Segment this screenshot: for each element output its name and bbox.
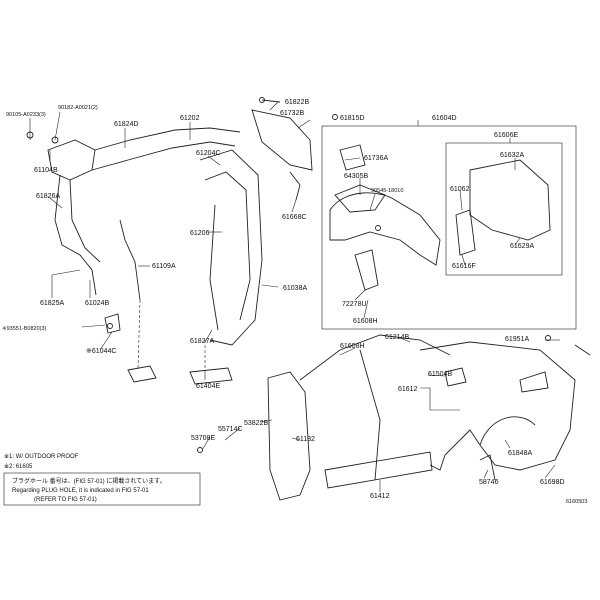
label-61668c: 61668C [282,214,307,221]
notes: ※1: W/ OUTDOOR PROOF ※2: 61605 プラグホール 番号… [3,453,201,506]
label-93551-b0820: ※93551-B0820(3) [2,325,47,332]
roof-rail-bracket [251,99,313,201]
label-58746: 58746 [479,479,499,486]
detail-box-61606e [445,142,563,276]
label-61827a: 61827A [190,338,214,345]
label-90182-a0021: 90182-A0021(2) [58,105,98,111]
label-61024b: 61024B [85,300,109,307]
label-61412: 61412 [370,493,390,500]
fasteners [26,97,551,453]
label-90105-a0233: 90105-A0233(3) [6,112,46,118]
leader-lines [29,101,560,492]
label-61848a: 61848A [508,450,532,457]
label-90545-18010: 90545-18010 [371,188,403,194]
label-61612: 61612 [398,386,418,393]
side-outer-panel [267,334,451,501]
center-inner-panel [189,149,263,385]
label-61815d: 61815D [340,115,365,122]
detail-box-61604d [321,125,577,330]
wheelhouse-assembly [329,144,441,291]
label-61606e: 61606E [494,132,518,139]
legend-note-2: ※2: 61605 [4,463,33,470]
label-61604d: 61604D [432,115,457,122]
plug-hole-note-jp: プラグホール 番号は、(FIG 57-01) に掲載されています。 [12,477,166,485]
extension-assembly [455,159,551,256]
label-64305b: 64305B [344,173,368,180]
front-pillar-assembly [47,127,241,383]
label-61825a: 61825A [40,300,64,307]
label-61038a: 61038A [283,285,307,292]
label-61632a: 61632A [500,152,524,159]
label-61062: 61062 [450,186,470,193]
label-61109a: 61109A [152,263,176,270]
label-61824d: 61824D [114,121,139,128]
label-61736a: 61736A [364,155,388,162]
plug-hole-note-ref: (REFER TO FIG 57-01) [34,497,97,503]
drawing-number: 6160503 [566,499,587,505]
label-53708e: 53708E [191,435,215,442]
label-72278u: 72278U [342,301,367,308]
label-61732b: 61732B [280,110,304,117]
label-61616f: 61616F [452,263,476,270]
label-61629a: 61629A [510,243,534,250]
part-labels: 90105-A0233(3) 90182-A0021(2) 61824D 612… [2,99,587,505]
label-61608h-detail: 61608H [353,318,378,325]
plug-hole-note-box [3,472,201,506]
label-61044c: ※61044C [86,348,116,355]
label-61698d: 61698D [540,479,565,486]
label-61404e: 61404E [196,383,220,390]
label-61951a: 61951A [505,336,529,343]
plug-hole-note-en: Regarding PLUG HOLE, it is indicated in … [12,488,149,494]
quarter-panel [419,341,591,481]
label-61204c: 61204C [196,150,221,157]
label-61214b: 61214B [385,334,409,341]
label-53822b: 53822B [244,420,268,427]
legend-note-1: ※1: W/ OUTDOOR PROOF [4,453,79,460]
label-61202: 61202 [180,115,200,122]
label-61608h: 61608H [340,343,365,350]
label-61826a: 61826A [36,193,60,200]
label-61206: 61206 [190,230,210,237]
label-61504b: 61504B [428,371,452,378]
label-61822b: 61822B [285,99,309,106]
label-61104b: 61104B [34,167,58,174]
label-61132: 61132 [296,436,315,443]
label-55714c: 55714C [218,426,243,433]
